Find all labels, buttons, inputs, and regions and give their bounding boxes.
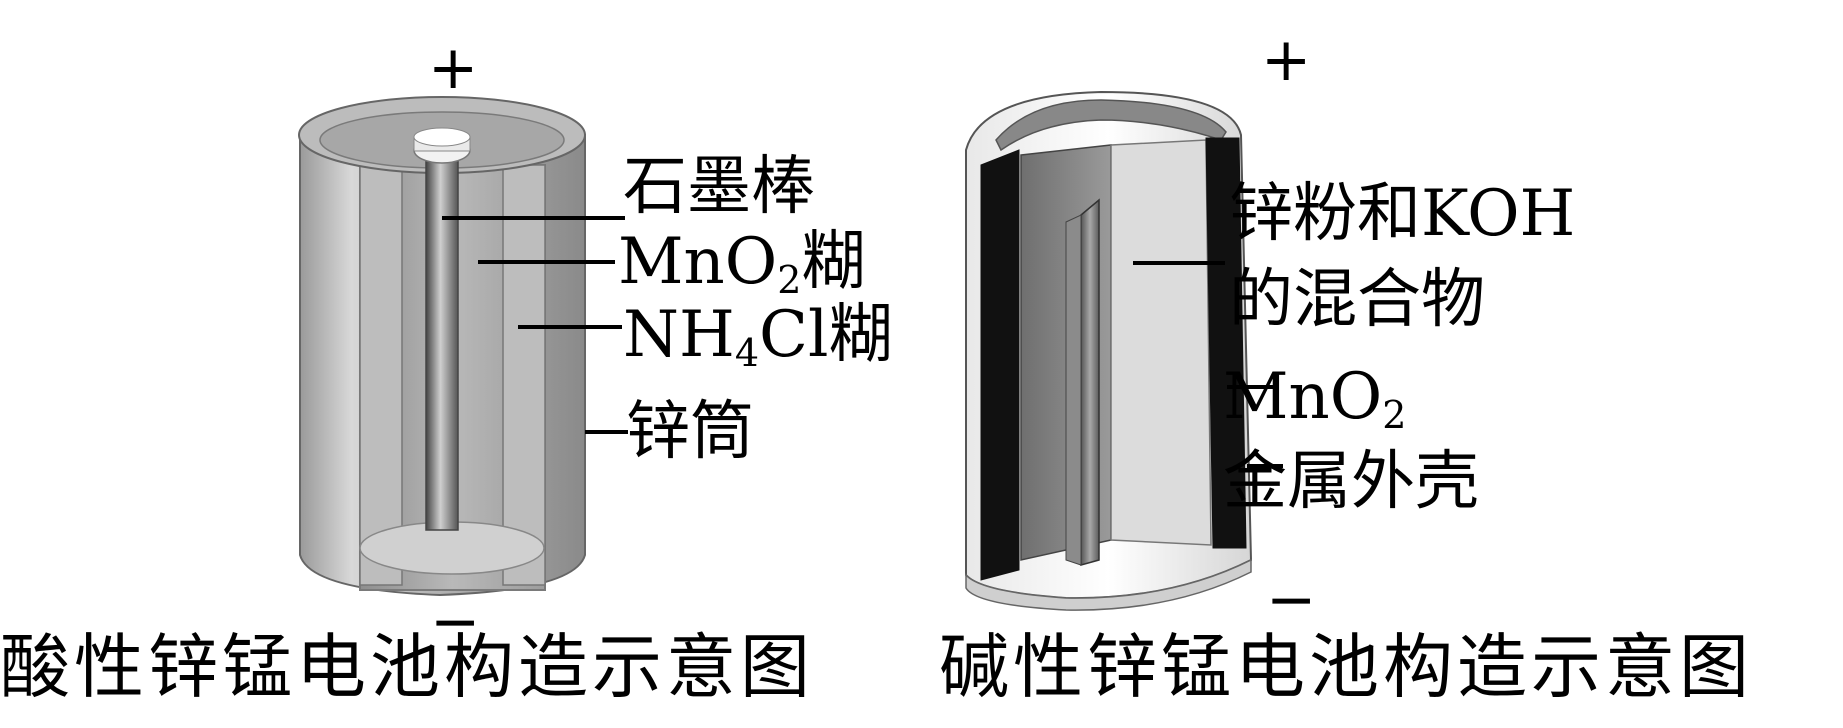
graphite-rod xyxy=(425,149,459,531)
label-mno2: MnO2 xyxy=(1223,360,1407,437)
caption-acidic: 酸性锌锰电池构造示意图 xyxy=(0,626,814,708)
negative-terminal-sign: − xyxy=(430,587,481,657)
alkaline-battery-figure: + − 锌粉和KOH 的混合物 MnO2 金属外壳 碱性锌锰电池构造示意图 xyxy=(921,0,1843,728)
positive-terminal-sign: + xyxy=(428,33,479,103)
mno2-layer-right xyxy=(1205,137,1247,549)
separator-region xyxy=(1110,139,1212,546)
label-mno2-paste: MnO2糊 xyxy=(618,225,866,302)
shell-bottom xyxy=(965,558,1252,611)
label-metal-shell: 金属外壳 xyxy=(1223,445,1479,519)
label-nh4cl-paste: NH4Cl糊 xyxy=(623,298,893,375)
nh4cl-layer-edge-right xyxy=(502,164,546,586)
label-zinc-koh-mixture-line1: 锌粉和KOH xyxy=(1229,177,1576,251)
label-zinc-can: 锌筒 xyxy=(626,395,754,469)
acidic-battery-figure: + − 石墨棒 MnO2糊 NH4Cl糊 锌筒 酸性锌锰电池构造示意图 xyxy=(0,0,921,728)
alkaline-battery-illustration xyxy=(965,90,1283,611)
label-zinc-koh-mixture-line2: 的混合物 xyxy=(1229,263,1485,337)
caption-alkaline: 碱性锌锰电池构造示意图 xyxy=(939,626,1753,708)
collector-pin xyxy=(1080,198,1100,566)
negative-terminal-sign: − xyxy=(1266,565,1317,635)
positive-terminal-sign: + xyxy=(1261,25,1312,95)
acidic-battery-illustration xyxy=(298,96,628,597)
label-graphite-rod: 石墨棒 xyxy=(623,150,815,224)
mno2-layer-left xyxy=(980,149,1020,581)
nh4cl-layer-edge xyxy=(359,164,403,586)
